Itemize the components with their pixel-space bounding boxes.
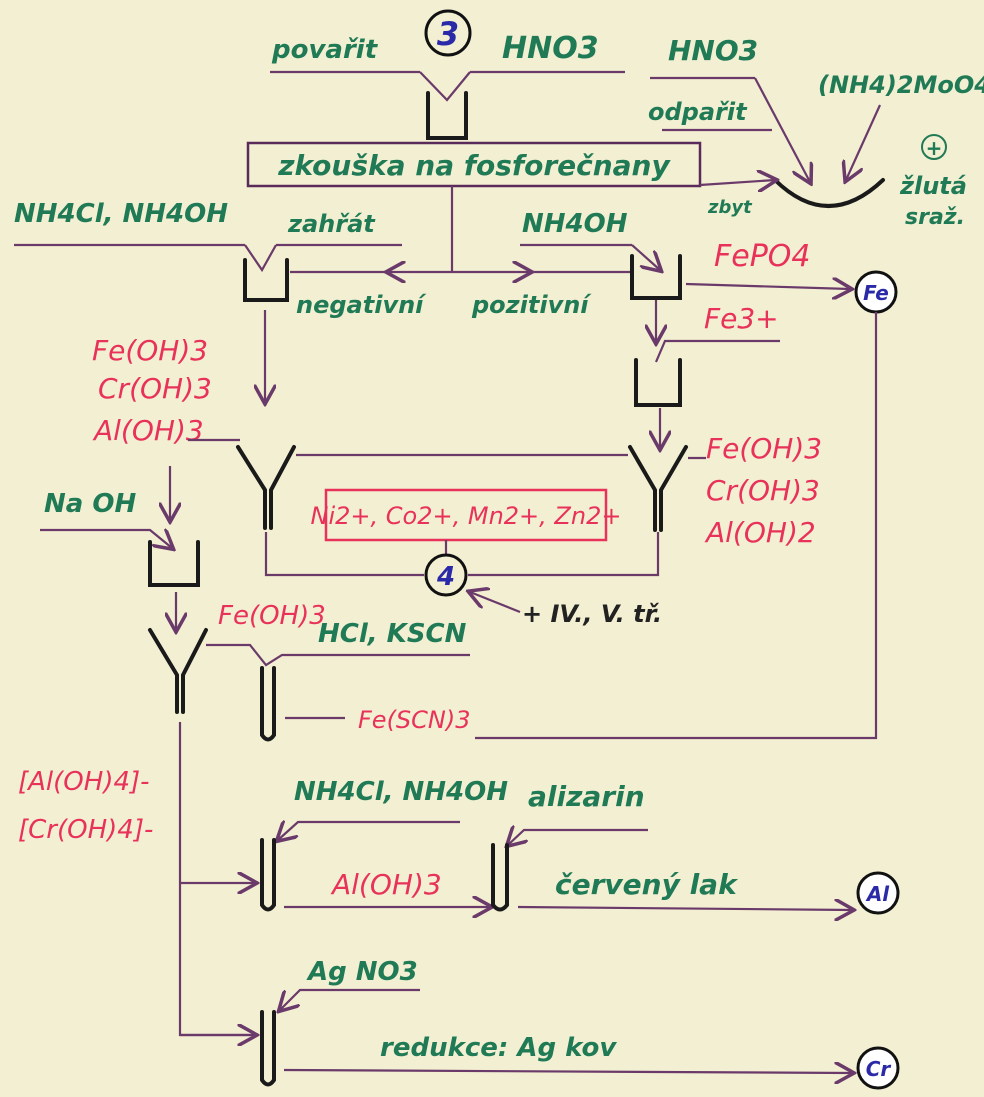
left-hydroxide-3: Al(OH)3 (92, 414, 204, 447)
ions-box (324, 488, 608, 542)
hno3-label-right: HNO3 (668, 34, 758, 67)
alizarin-label: alizarin (528, 780, 645, 813)
tube-cr (260, 1010, 276, 1087)
tube-al-1 (260, 838, 276, 912)
cr-reagent-label: Ag NO3 (306, 957, 418, 987)
cr-node-circle (856, 1046, 900, 1090)
right-hydroxide-1: Fe(OH)3 (706, 432, 822, 465)
molybdate-label: (NH4)2MoO4 (818, 71, 984, 99)
right-reagent-arrow (631, 244, 660, 270)
beaker-top (426, 91, 468, 140)
zahrat-label: zahřát (287, 210, 376, 238)
al-node-label: Al (865, 882, 890, 906)
zluta-label: žlutá (899, 172, 967, 200)
ions-label: Ni2+, Co2+, Mn2+, Zn2+ (311, 502, 622, 530)
phosphate-test-box (246, 141, 702, 188)
filtrate-trunk (178, 722, 255, 1037)
step4-number: 4 (436, 562, 455, 592)
fe3-line (654, 339, 780, 363)
negative-label: negativní (296, 291, 427, 319)
fe-branch-line (206, 643, 470, 667)
fe-node-label: Fe (863, 281, 889, 305)
cr-result-label: redukce: Ag kov (380, 1033, 617, 1063)
cr-node-label: Cr (866, 1057, 892, 1081)
fe-confirm-line (475, 312, 878, 740)
complex-cr: [Cr(OH)4]- (18, 815, 153, 845)
sraz-label: sraž. (905, 205, 965, 230)
funnel-right (628, 445, 688, 532)
tube-al-2 (491, 843, 509, 912)
left-hydroxide-2: Cr(OH)3 (98, 372, 212, 405)
beaker-left (243, 258, 289, 302)
cr-reagent-arrow (280, 988, 420, 1010)
top-arrow (419, 71, 471, 102)
alizarin-arrow (508, 830, 648, 845)
povarit-label: povařit (271, 35, 379, 65)
watch-glass (773, 178, 885, 208)
fepo4-label: FePO4 (714, 239, 811, 274)
al-node-circle (856, 871, 900, 915)
odparit-label: odpařit (648, 98, 748, 126)
step4-note: + IV., V. tř. (522, 600, 662, 628)
funnel-left (236, 445, 296, 530)
zbytek-label: zbyt (707, 197, 753, 218)
plus-sign: + (926, 136, 943, 160)
right-reagent-label: NH4OH (522, 209, 628, 239)
al-result-arrow (517, 907, 852, 910)
fe-branch-reagent: HCl, KSCN (318, 619, 467, 649)
fe-branch-precip: Fe(OH)3 (218, 601, 326, 631)
fe-branch-product: Fe(SCN)3 (358, 706, 471, 734)
phosphate-test-label: zkouška na fosforečnany (277, 149, 671, 182)
step3-number: 3 (437, 15, 459, 53)
al-reagent-arrow (278, 822, 460, 840)
right-hydroxide-2: Cr(OH)3 (706, 474, 820, 507)
hno3-drop-arrow (754, 77, 810, 182)
complex-al: [Al(OH)4]- (18, 767, 150, 797)
plus-circle (921, 134, 947, 160)
filtrate-right-line (468, 532, 660, 577)
filtrate-left-line (264, 532, 424, 577)
step3-circle (424, 9, 472, 57)
left-reagent-label: NH4Cl, NH4OH (14, 199, 228, 229)
left-reagent-join (244, 244, 277, 273)
cr-result-arrow (283, 1070, 852, 1073)
left-hydroxide-1: Fe(OH)3 (92, 334, 208, 367)
molybdate-arrow (846, 104, 882, 180)
right-hydroxide-3: Al(OH)2 (704, 516, 816, 549)
funnel-naoh (148, 628, 208, 714)
al-precip-label: Al(OH)3 (330, 868, 442, 901)
beaker-right-2 (634, 358, 682, 407)
al-reagent-label: NH4Cl, NH4OH (294, 777, 508, 807)
fepo4-arrow (685, 284, 850, 289)
zbytek-arrow (699, 180, 775, 185)
beaker-right-1 (630, 254, 682, 300)
naoh-label: Na OH (44, 489, 136, 519)
step4-circle (424, 553, 468, 597)
al-result-label: červený lak (555, 868, 739, 901)
positive-label: pozitivní (471, 291, 592, 319)
step4-note-arrow (470, 592, 521, 614)
fe3-label: Fe3+ (704, 302, 779, 335)
naoh-line (40, 530, 172, 548)
beaker-naoh (148, 540, 200, 587)
tube-fe (260, 666, 276, 742)
hno3-label-top: HNO3 (502, 31, 599, 66)
